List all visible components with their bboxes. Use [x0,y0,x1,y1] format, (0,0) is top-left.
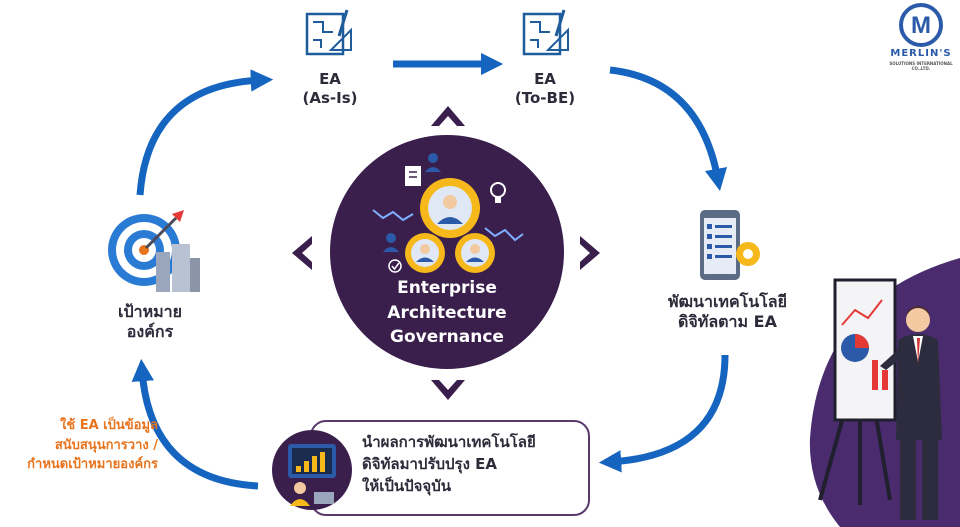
arrow-develop-to-box [598,354,729,473]
blueprint-tobe-icon [522,9,569,56]
update-ea-line1: นำผลการพัฒนาเทคโนโลยี [362,433,536,451]
chevron-down-icon [431,380,465,400]
growth-analytics-icon [272,430,352,510]
node-develop-line2: ดิจิทัลตาม EA [678,312,777,331]
chevron-up-icon [431,106,465,126]
center-circle [330,135,564,369]
node-develop-line1: พัฒนาเทคโนโลยี [668,292,787,311]
center-title-line1: Enterprise [397,278,497,298]
logo-emblem-icon: M [899,3,943,47]
logo-tagline: SOLUTIONS INTERNATIONAL CO.,LTD. [889,61,953,71]
update-ea-box [310,420,590,516]
update-ea-text: นำผลการพัฒนาเทคโนโลยี ดิจิทัลมาปรับปรุง … [362,432,582,497]
update-ea-line2: ดิจิทัลมาปรับปรุง EA [362,454,497,473]
chevron-left-icon [292,236,312,270]
node-tobe-label: EA (To-BE) [500,70,590,108]
company-logo: M MERLIN'S SOLUTIONS INTERNATIONAL CO.,L… [886,2,956,71]
chevron-right-icon [580,236,600,270]
node-asis-line2: (As-Is) [302,88,358,107]
node-tobe-line1: EA [534,70,556,88]
node-asis-line1: EA [319,70,341,88]
node-goal-label: เป้าหมาย องค์กร [95,302,205,342]
node-develop-label: พัฒนาเทคโนโลยี ดิจิทัลตาม EA [640,292,815,332]
update-ea-line3: ให้เป็นปัจจุบัน [362,476,451,495]
side-note: ใช้ EA เป็นข้อมูล สนับสนุนการวาง / กำหนด… [0,416,158,475]
arrow-box-to-goal [131,358,259,490]
side-note-line3: กำหนดเป้าหมายองค์กร [27,457,158,472]
node-goal-line2: องค์กร [126,322,174,341]
side-note-line2: สนับสนุนการวาง / [54,437,158,453]
center-title: Enterprise Architecture Governance [345,276,549,350]
arrow-goal-to-asis [136,69,274,196]
node-goal-line1: เป้าหมาย [117,302,183,321]
side-note-line1: ใช้ EA เป็นข้อมูล [60,418,158,433]
governance-gears-icon [372,153,524,273]
center-title-line3: Governance [390,327,504,348]
logo-name: MERLIN'S [890,48,952,59]
center-title-line2: Architecture [387,302,507,323]
node-asis-label: EA (As-Is) [290,70,370,108]
presenter-illustration [818,278,942,520]
digital-checklist-icon [700,210,760,280]
blueprint-asis-icon [305,9,352,56]
svg-text:M: M [911,12,931,39]
target-goal-icon [108,210,200,292]
arrow-tobe-to-develop [609,66,728,192]
node-tobe-line2: (To-BE) [514,88,576,107]
